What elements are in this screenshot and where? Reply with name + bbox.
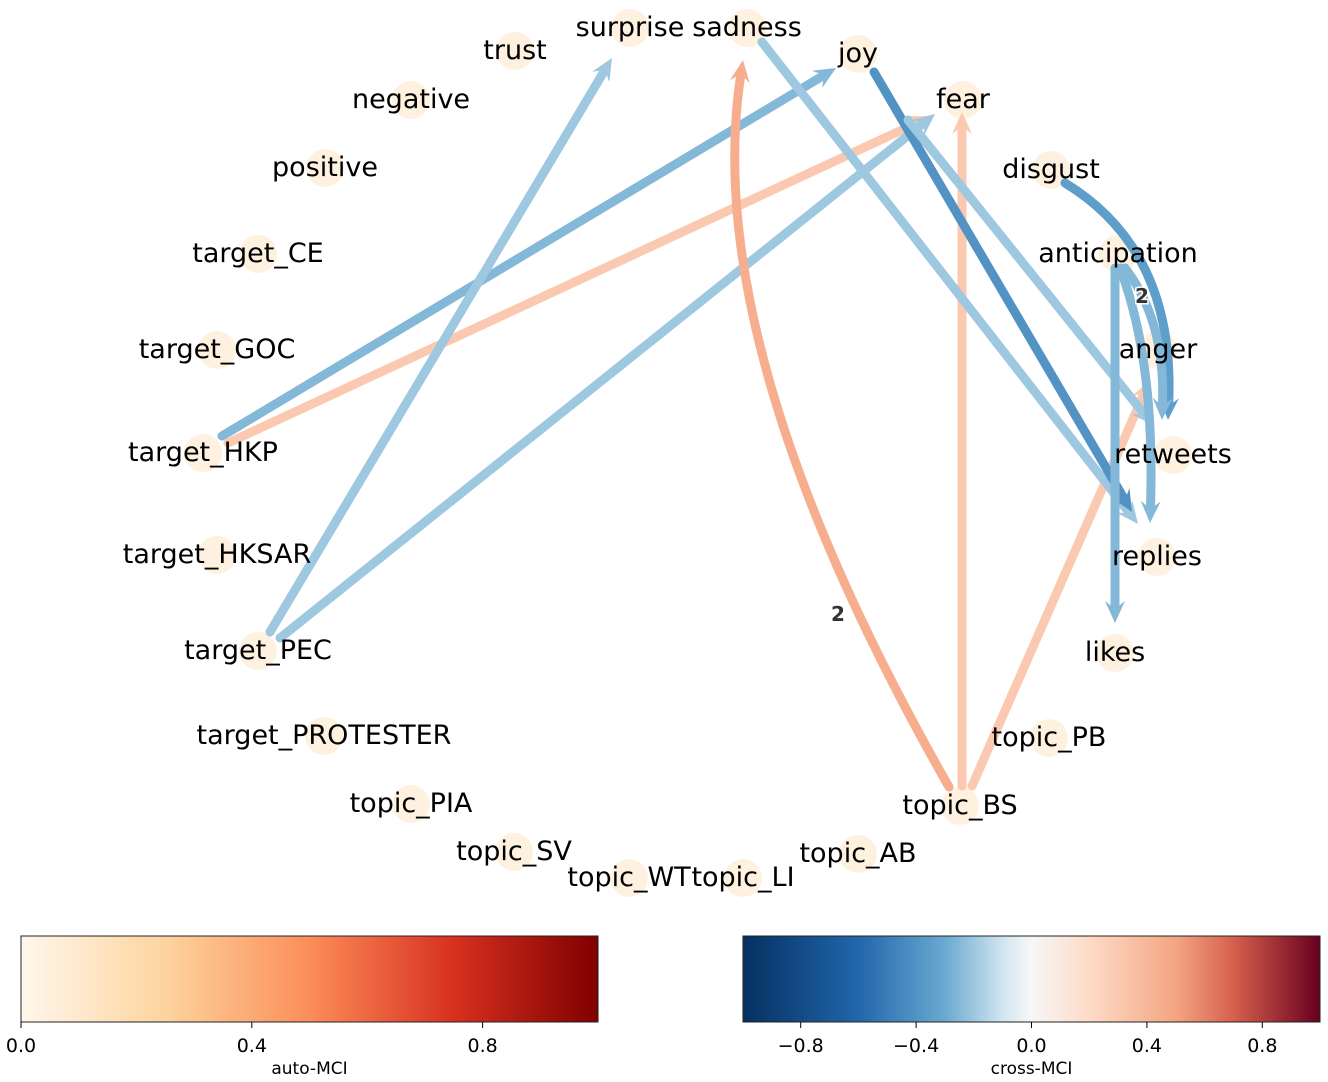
node-marker-target-hkp [184, 434, 222, 472]
node-label-retweets: retweets [1114, 439, 1232, 470]
node-label-target-ce: target_CE [192, 238, 324, 269]
colorbars: 0.0 0.4 0.8 auto-MCI −0.8 −0.4 0.0 0.4 0.8 cross-… [6, 935, 1321, 1079]
node-marker-trust [496, 32, 534, 70]
edge-anticipation-to-retweets-arrowhead [1152, 397, 1173, 420]
auto-mci-tick-label: 0.0 [6, 1035, 36, 1057]
edge-fear-to-retweets [903, 115, 1147, 416]
node-marker-surprise [611, 9, 649, 47]
node-label-target-goc: target_GOC [139, 334, 296, 365]
node-marker-positive [306, 149, 344, 187]
node-label-topic-pia: topic_PIA [350, 788, 473, 819]
node-label-fear: fear [936, 84, 991, 115]
node-label-anger: anger [1119, 334, 1198, 365]
edge-target-hkp-to-fear [223, 119, 921, 448]
node-label-likes: likes [1085, 637, 1145, 668]
edge-joy-to-replies [869, 67, 1128, 501]
node-marker-sadness [728, 9, 766, 47]
node-label-target-protester: target_PROTESTER [197, 720, 452, 751]
node-marker-topic-pia [392, 785, 430, 823]
node-label-topic-bs: topic_BS [902, 790, 1017, 821]
edge-anticipation-to-replies [1115, 263, 1156, 510]
node-label-topic-sv: topic_SV [456, 836, 572, 867]
node-label-joy: joy [837, 38, 878, 69]
edge-target-hkp-to-joy-arrowhead [811, 68, 836, 88]
node-marker-retweets [1154, 436, 1192, 474]
cross-mci-tick-label: 0.4 [1132, 1035, 1162, 1057]
node-label-topic-wt: topic_WT [567, 862, 691, 893]
edge-topic-bs-to-sadness-arrowhead [729, 60, 750, 84]
node-marker-target-hksar [198, 536, 236, 574]
node-marker-target-goc [198, 331, 236, 369]
node-label-target-hkp: target_HKP [128, 437, 278, 468]
edge-anticipation-to-retweets-count-label: 2 [1135, 284, 1149, 308]
node-label-replies: replies [1112, 541, 1202, 572]
edge-anticipation-to-likes-arrowhead [1105, 601, 1125, 623]
node-marker-likes [1096, 634, 1134, 672]
edge-anticipation-to-replies-arrowhead [1140, 500, 1161, 523]
cross-mci-tick-label: −0.8 [778, 1035, 824, 1057]
cross-mci-colorbar [742, 935, 1321, 1023]
node-marker-joy [839, 35, 877, 73]
node-marker-topic-ab [839, 835, 877, 873]
node-label-sadness: sadness [692, 12, 802, 43]
edge-target-pec-to-fear-arrowhead [911, 114, 935, 136]
edge-target-pec-to-surprise [265, 68, 608, 637]
node-marker-topic-li [724, 859, 762, 897]
cross-mci-colorbar-label: cross-MCI [991, 1059, 1073, 1079]
cross-mci-tick-label: −0.4 [893, 1035, 939, 1057]
node-label-target-hksar: target_HKSAR [123, 539, 311, 570]
node-label-target-pec: target_PEC [184, 635, 332, 666]
edge-sadness-to-replies [757, 37, 1132, 515]
node-label-topic-li: topic_LI [691, 862, 794, 893]
node-marker-fear [944, 81, 982, 119]
node-marker-target-pec [239, 632, 277, 670]
node-marker-target-ce [239, 235, 277, 273]
edge-target-pec-to-surprise-arrowhead [592, 58, 612, 83]
edge-topic-bs-to-sadness [730, 73, 954, 792]
edge-disgust-to-retweets [1060, 178, 1174, 407]
node-label-negative: negative [352, 84, 470, 115]
node-marker-topic-bs [941, 787, 979, 825]
node-marker-replies [1138, 538, 1176, 576]
edge-topic-bs-to-fear-arrowhead [952, 112, 972, 134]
cross-mci-tick-label: 0.8 [1247, 1035, 1277, 1057]
edges: 22 [217, 37, 1179, 792]
node-marker-topic-pb [1030, 719, 1068, 757]
node-label-trust: trust [483, 35, 546, 66]
node-marker-disgust [1032, 151, 1070, 189]
auto-mci-colorbar [20, 935, 599, 1023]
node-markers [184, 9, 1192, 897]
node-marker-target-protester [305, 717, 343, 755]
node-label-surprise: surprise [576, 12, 685, 43]
node-marker-negative [392, 81, 430, 119]
edge-sadness-to-replies-arrowhead [1116, 500, 1138, 524]
auto-mci-tick-label: 0.4 [237, 1035, 267, 1057]
edge-topic-bs-to-sadness-count-label: 2 [831, 602, 845, 626]
node-label-topic-ab: topic_AB [799, 838, 916, 869]
cross-mci-tick-label: 0.0 [1016, 1035, 1046, 1057]
node-marker-topic-sv [495, 833, 533, 871]
edge-target-hkp-to-joy [217, 72, 826, 441]
auto-mci-tick-label: 0.8 [467, 1035, 497, 1057]
node-label-anticipation: anticipation [1038, 238, 1198, 269]
node-marker-topic-wt [610, 859, 648, 897]
edge-anticipation-to-retweets [1120, 263, 1168, 407]
node-label-disgust: disgust [1002, 154, 1100, 185]
edge-joy-to-replies-arrowhead [1112, 487, 1132, 512]
node-label-topic-pb: topic_PB [992, 722, 1107, 753]
node-label-positive: positive [272, 152, 378, 183]
edge-target-pec-to-fear [275, 120, 926, 643]
auto-mci-colorbar-label: auto-MCI [271, 1059, 347, 1079]
